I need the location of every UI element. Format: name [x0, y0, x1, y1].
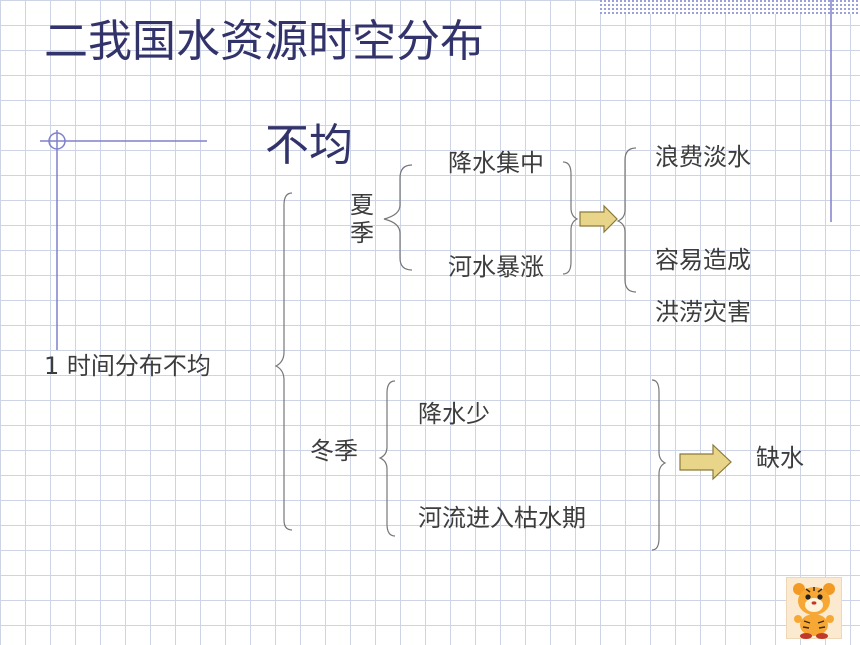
summer-label-top: 夏 — [350, 191, 374, 219]
summer-result-1: 浪费淡水 — [655, 143, 751, 171]
summer-closing-brace — [562, 161, 579, 275]
summer-result-2-line1: 容易造成 — [655, 246, 751, 274]
accent-circle-icon — [48, 132, 66, 150]
winter-cause-2: 河流进入枯水期 — [418, 504, 586, 532]
summer-brace — [383, 164, 413, 271]
summer-cause-2: 河水暴涨 — [448, 253, 544, 281]
slide-title-line2: 不均 — [265, 120, 353, 171]
winter-closing-brace — [651, 379, 667, 551]
winter-brace — [378, 380, 396, 537]
slide-title-line1: 二我国水资源时空分布 — [44, 16, 484, 67]
summer-results-brace — [616, 147, 637, 293]
summer-label-bottom: 季 — [350, 219, 374, 247]
summer-cause-1: 降水集中 — [448, 149, 544, 177]
summer-arrow-icon — [579, 204, 618, 234]
dotted-header-band — [600, 0, 860, 14]
main-brace — [274, 192, 293, 531]
cartoon-tiger-icon — [786, 577, 842, 639]
winter-result: 缺水 — [756, 444, 804, 472]
summer-result-2-line2: 洪涝灾害 — [655, 298, 751, 326]
winter-arrow-icon — [679, 443, 732, 481]
winter-label: 冬季 — [310, 437, 358, 465]
winter-cause-1: 降水少 — [418, 400, 490, 428]
point-label: 1 时间分布不均 — [44, 352, 211, 380]
